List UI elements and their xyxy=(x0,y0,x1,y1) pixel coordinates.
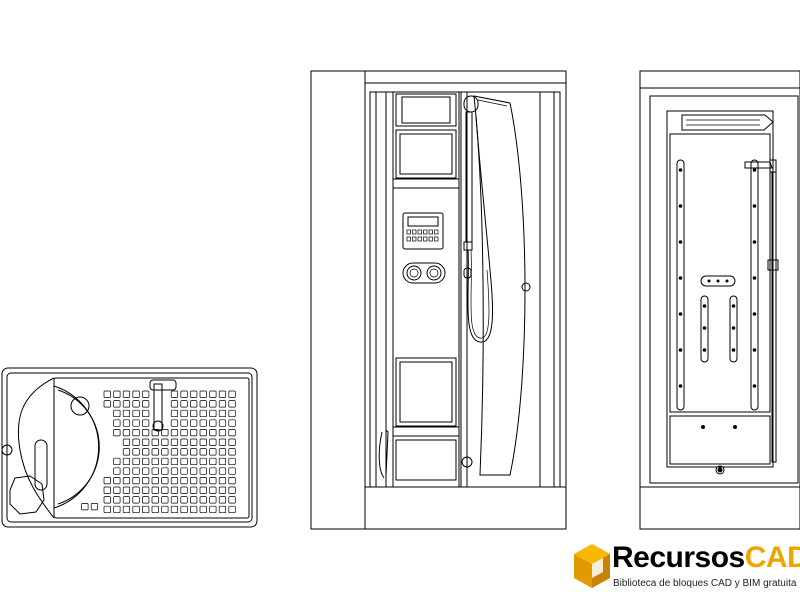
plan-view xyxy=(1,367,258,528)
body-jets xyxy=(678,168,757,388)
control-panel-keys xyxy=(406,229,439,242)
brand-name-part1: Recursos xyxy=(612,541,745,574)
brand-watermark[interactable]: RecursosCAD Biblioteca de bloques CAD y … xyxy=(572,540,800,600)
brand-name-part2: CAD xyxy=(744,541,800,574)
isometric-cube-icon xyxy=(574,544,610,588)
anti-slip-grid xyxy=(81,390,236,514)
front-elevation xyxy=(310,70,567,530)
brand-tagline: Biblioteca de bloques CAD y BIM gratuita xyxy=(613,578,797,589)
side-elevation xyxy=(639,70,800,530)
brand-name: RecursosCAD xyxy=(612,540,800,576)
